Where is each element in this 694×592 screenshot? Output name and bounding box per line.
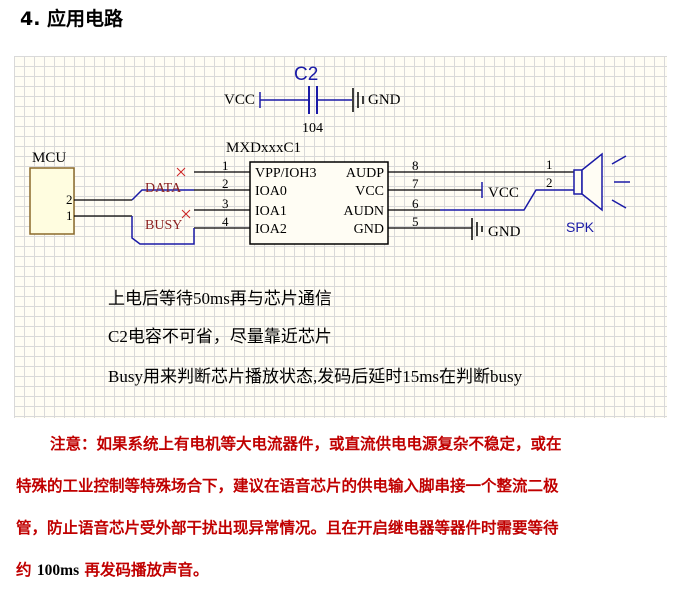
gnd-net-label: GND — [488, 224, 521, 240]
ic-pin6-num: 6 — [412, 196, 419, 211]
schematic-drawing: VCC C2 104 GND MXDxxxC1 1 2 3 4 VPP/IOH3… — [29, 64, 630, 386]
mcu-pin1: 1 — [66, 208, 73, 223]
ic-pin5-num: 5 — [412, 214, 419, 229]
ic-pin1-num: 1 — [222, 158, 229, 173]
cap-gnd-symbol — [352, 88, 364, 112]
data-wire — [131, 189, 194, 201]
ic-gnd-symbol — [471, 218, 483, 240]
ic-pin1-label: VPP/IOH3 — [255, 166, 316, 181]
ic-designator: MXDxxxC1 — [226, 140, 301, 156]
warning-line-1: 注意：如果系统上有电机等大电流器件，或直流供电电源复杂不稳定，或在 — [16, 423, 678, 465]
mcu-pin2: 2 — [66, 192, 73, 207]
warning-text-2: 特殊的工业控制等特殊场合下，建议在语音芯片的供电输入脚串接一个整流二极 — [16, 477, 559, 495]
busy-no-connect-mark — [181, 209, 191, 219]
ic-pin2-num: 2 — [222, 176, 229, 191]
ic-pin3-label: IOA1 — [255, 204, 287, 219]
ic-pin5-label: GND — [354, 222, 384, 237]
ic-pin6-label: AUDN — [344, 204, 384, 219]
ic-pin2-label: IOA0 — [255, 184, 287, 199]
note-line-1: 上电后等待50ms再与芯片通信 — [108, 289, 332, 308]
data-no-connect-mark — [176, 167, 186, 177]
warning-line-4: 约 100ms 再发码播放声音。 — [16, 549, 678, 592]
warning-text-1: 注意：如果系统上有电机等大电流器件，或直流供电电源复杂不稳定，或在 — [50, 435, 562, 453]
busy-wire — [131, 216, 195, 245]
warning-text-4a: 约 — [16, 561, 32, 579]
cap-value: 104 — [302, 121, 323, 136]
warning-text-4b: 再发码播放声音。 — [84, 561, 209, 579]
mcu-body — [29, 167, 75, 235]
ic-pin7-num: 7 — [412, 176, 419, 191]
warning-delay-value: 100ms — [36, 562, 80, 579]
spk-pin1: 1 — [546, 157, 553, 172]
note-line-2: C2电容不可省，尽量靠近芯片 — [108, 327, 332, 346]
cap-designator: C2 — [294, 64, 318, 85]
audn-wire — [440, 189, 574, 211]
ic-pin7-label: VCC — [355, 184, 384, 199]
section-heading: 4. 应用电路 — [20, 8, 124, 30]
mcu-label: MCU — [32, 150, 66, 166]
ic-pin8-num: 8 — [412, 158, 419, 173]
ic-pin3-num: 3 — [222, 196, 229, 211]
cap-gnd-label: GND — [368, 92, 401, 108]
busy-net-label: BUSY — [145, 218, 182, 233]
data-net-label: DATA — [145, 181, 182, 196]
spk-pin2: 2 — [546, 175, 553, 190]
cap-vcc-label: VCC — [224, 92, 255, 108]
ic-body — [249, 161, 389, 245]
application-circuit-schematic: VCC C2 104 GND MXDxxxC1 1 2 3 4 VPP/IOH3… — [14, 56, 667, 418]
vcc-net-label: VCC — [488, 185, 519, 201]
speaker-icon — [573, 152, 630, 212]
ic-pin8-label: AUDP — [346, 166, 384, 181]
spk-label: SPK — [566, 219, 595, 235]
ic-pin4-num: 4 — [222, 214, 229, 229]
ic-pin4-label: IOA2 — [255, 222, 287, 237]
warning-text-3: 管，防止语音芯片受外部干扰出现异常情况。且在开启继电器等器件时需要等待 — [16, 519, 559, 537]
note-line-3: Busy用来判断芯片播放状态,发码后延时15ms在判断busy — [108, 367, 523, 386]
